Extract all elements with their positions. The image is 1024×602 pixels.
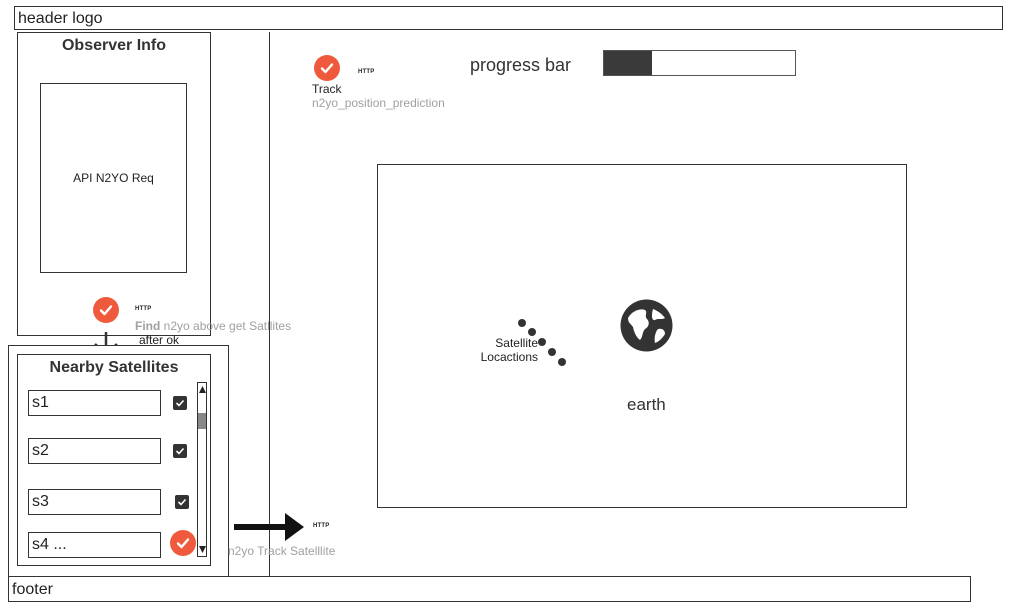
satellite-dot-3 <box>538 338 546 346</box>
find-http-icon: HTTP <box>135 306 152 312</box>
find-desc: n2yo above get Satllites <box>163 319 292 333</box>
track-label: Track <box>312 82 342 96</box>
observer-title: Observer Info <box>61 37 167 54</box>
progress-fill <box>604 51 652 75</box>
find-label: Find <box>135 319 161 333</box>
scroll-thumb[interactable] <box>198 413 206 429</box>
nearby-panel: Nearby Satellites <box>17 354 211 566</box>
satellite-selected-check-icon[interactable] <box>170 530 196 556</box>
footer-text: footer <box>12 581 53 598</box>
globe-icon <box>620 299 673 352</box>
footer-bar: footer <box>8 576 971 602</box>
track-http-icon: HTTP <box>358 69 375 75</box>
vertical-divider <box>269 32 270 577</box>
satellite-input-3[interactable]: s3 <box>28 489 161 515</box>
bottom-track-http-icon: HTTP <box>313 523 330 529</box>
bottom-track-desc: n2yo Track Satelllite <box>228 544 336 558</box>
progress-bar <box>603 50 796 76</box>
nearby-title: Nearby Satellites <box>49 359 179 376</box>
satellite-input-4[interactable]: s4 ... <box>28 532 161 558</box>
find-description: Find n2yo above get Satllites <box>135 319 291 333</box>
satellite-checkbox-3[interactable] <box>175 495 189 509</box>
track-desc: n2yo_position_prediction <box>312 96 445 110</box>
api-request-box[interactable]: API N2YO Req <box>40 83 187 273</box>
satellite-input-1[interactable]: s1 <box>28 390 161 416</box>
satellite-checkbox-2[interactable] <box>173 444 187 458</box>
satellite-dot-1 <box>518 319 526 327</box>
satellite-dot-5 <box>558 358 566 366</box>
nearby-scrollbar[interactable] <box>197 382 207 557</box>
satellite-dot-2 <box>528 328 536 336</box>
scroll-down-icon[interactable] <box>199 546 206 553</box>
find-check-icon <box>93 297 119 323</box>
track-check-icon <box>314 55 340 81</box>
header-logo[interactable]: header logo <box>18 10 103 27</box>
header-bar: header logo <box>14 6 1003 30</box>
scroll-up-icon[interactable] <box>199 386 206 393</box>
satellite-checkbox-1[interactable] <box>173 396 187 410</box>
earth-label: earth <box>627 395 666 414</box>
progress-label: progress bar <box>470 55 572 75</box>
api-request-label: API N2YO Req <box>73 171 154 185</box>
observer-panel: Observer Info API N2YO Req <box>17 32 211 336</box>
satellite-input-2[interactable]: s2 <box>28 438 161 464</box>
find-after-ok: after ok <box>139 333 180 347</box>
satellite-locations-label: Satellite Locactions <box>480 336 538 364</box>
right-arrow-icon <box>234 513 304 541</box>
satellite-dot-4 <box>548 348 556 356</box>
